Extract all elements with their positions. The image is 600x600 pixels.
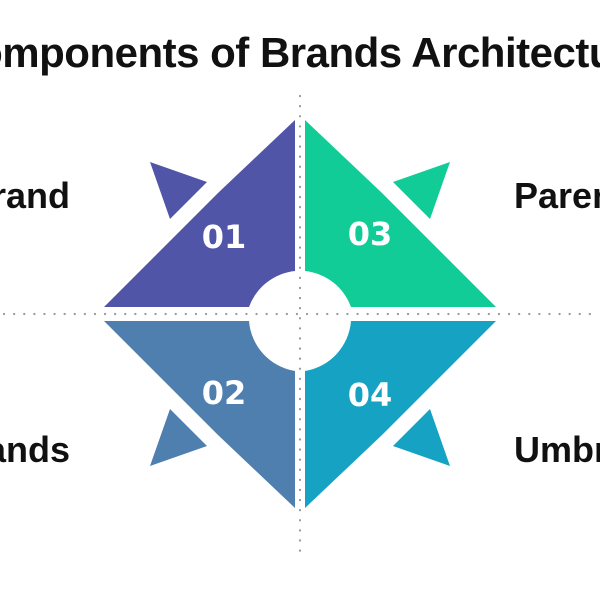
segment-04-number: 04 — [348, 376, 393, 414]
segment-04-label: Umbrella — [514, 429, 600, 470]
segment-01-label: Brand — [0, 175, 70, 216]
segment-03-number: 03 — [348, 215, 393, 253]
segment-01-shape — [104, 120, 295, 307]
segment-01-number: 01 — [202, 218, 247, 256]
page-title: Components of Brands Architecture — [0, 29, 600, 76]
segment-02-shape — [104, 321, 295, 508]
segment-02-label: Brands — [0, 429, 70, 470]
segment-04-shape — [305, 321, 496, 508]
segment-03-shape — [305, 120, 496, 307]
segment-03-label: Parent — [514, 175, 600, 216]
segment-02-number: 02 — [202, 374, 247, 412]
